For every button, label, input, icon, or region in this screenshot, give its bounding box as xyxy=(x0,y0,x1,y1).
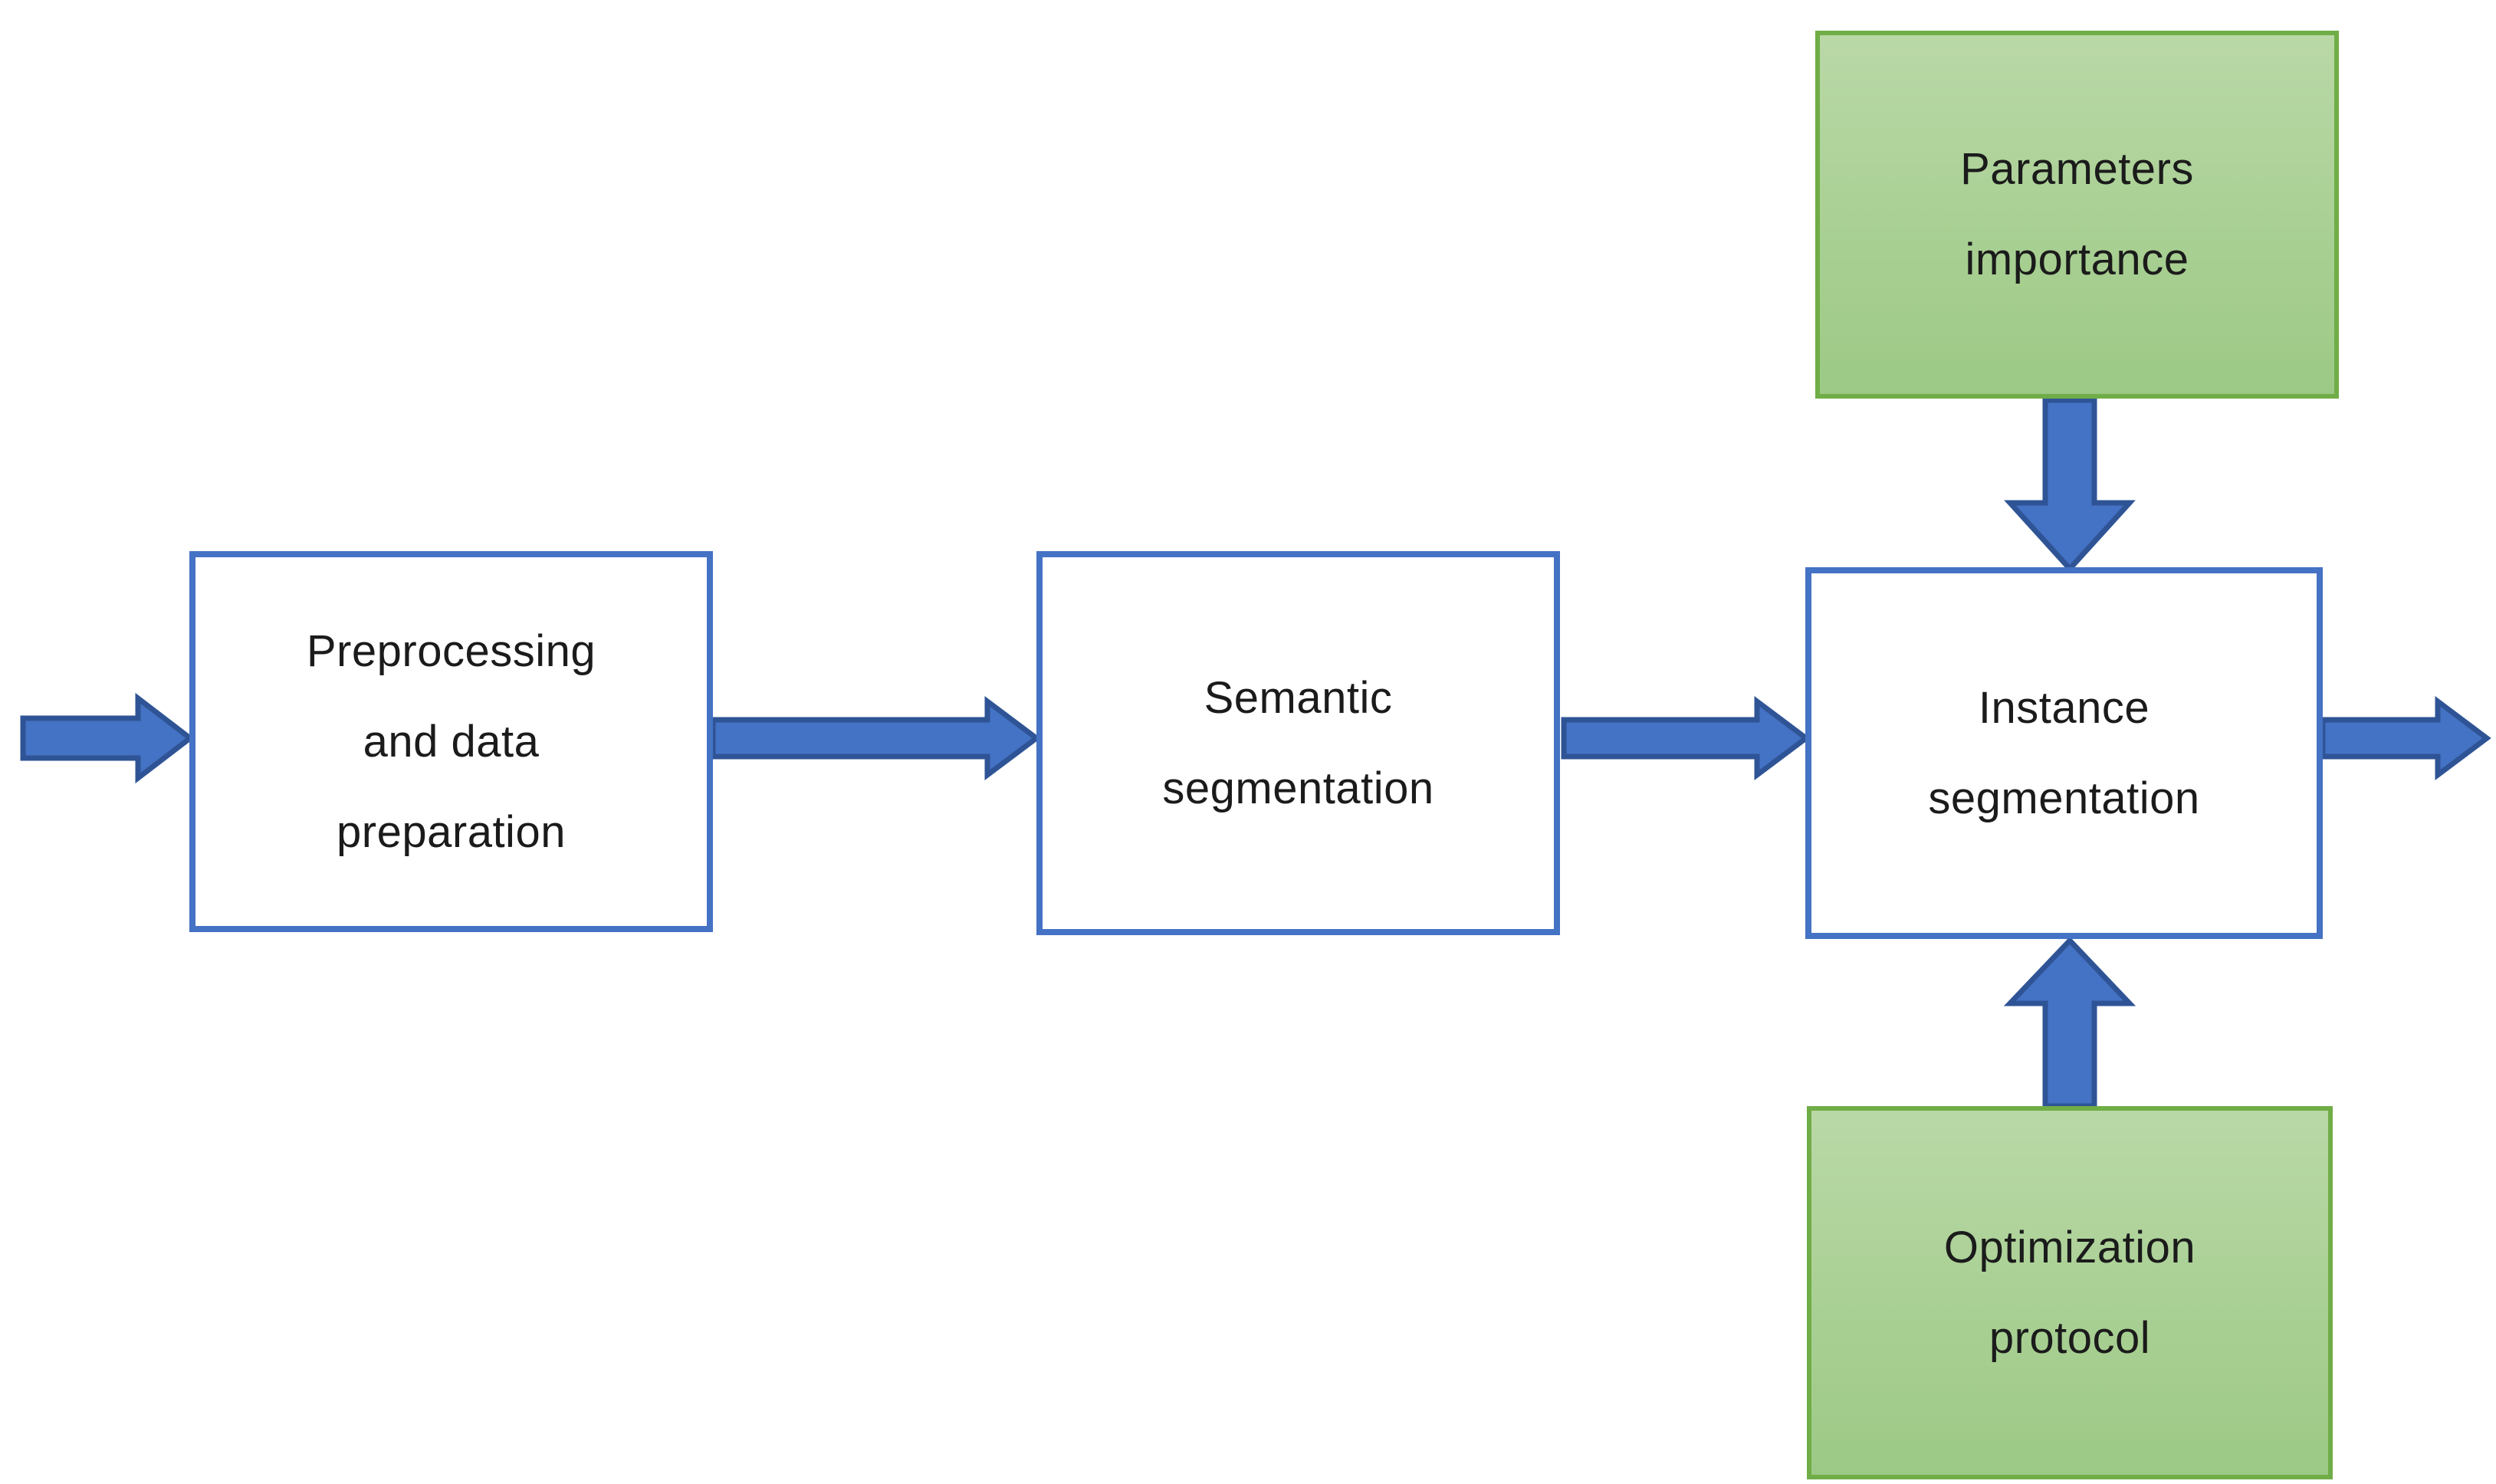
node-instance-segmentation: Instance segmentation xyxy=(1805,567,2323,939)
arrow-semantic-to-instance-icon xyxy=(1561,696,1811,780)
node-label-line: and data xyxy=(363,716,540,767)
node-label-line: Parameters xyxy=(1960,144,2194,194)
node-label-line: preparation xyxy=(337,806,566,857)
node-label-line: importance xyxy=(1965,235,2189,284)
node-optimization-protocol: Optimization protocol xyxy=(1807,1106,2333,1479)
node-label-line: protocol xyxy=(1989,1312,2151,1363)
node-label-line: Optimization xyxy=(1943,1222,2196,1272)
arrow-preprocessing-to-semantic-icon xyxy=(710,696,1041,780)
node-label-line: Semantic xyxy=(1204,672,1393,723)
exit-arrow-icon xyxy=(2320,696,2491,780)
node-label-line: Preprocessing xyxy=(306,625,596,676)
node-semantic-segmentation: Semantic segmentation xyxy=(1036,551,1560,935)
node-label-line: segmentation xyxy=(1162,763,1434,813)
node-label-line: Instance xyxy=(1978,682,2150,733)
arrow-parameters-to-instance-icon xyxy=(2004,397,2136,573)
node-parameters-importance: Parameters importance xyxy=(1815,31,2339,399)
node-preprocessing: Preprocessing and data preparation xyxy=(189,551,713,932)
node-label-line: segmentation xyxy=(1928,773,2200,823)
arrow-optimization-to-instance-icon xyxy=(2003,936,2136,1109)
entry-arrow-icon xyxy=(20,692,195,784)
